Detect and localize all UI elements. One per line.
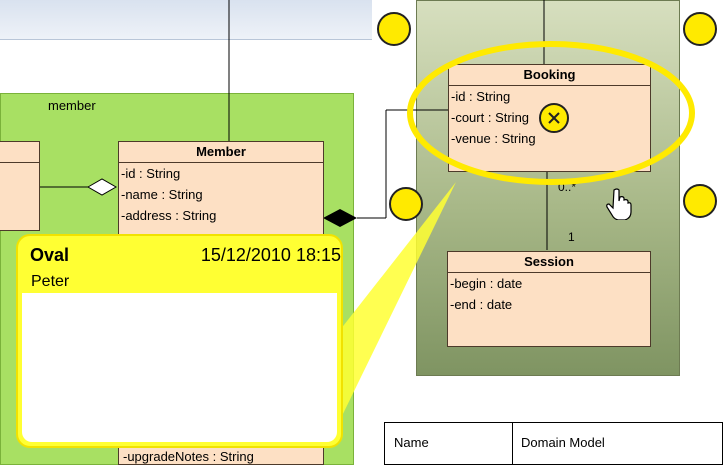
booking-attr-id: -id : String xyxy=(451,89,511,104)
resize-handle-bottom-left[interactable] xyxy=(389,187,423,221)
aggregation-diamond-icon xyxy=(86,178,118,196)
callout-pointer xyxy=(340,182,456,420)
booking-attr-court: -court : String xyxy=(451,110,530,125)
member-class-name: Member xyxy=(119,142,323,163)
partial-class-header xyxy=(0,142,39,163)
close-circle-icon xyxy=(548,112,560,124)
resize-handle-bottom-right[interactable] xyxy=(683,184,717,218)
session-attr-begin: -begin : date xyxy=(450,276,523,291)
member-attr-address: -address : String xyxy=(121,208,217,223)
booking-attr-venue: -venue : String xyxy=(451,131,536,146)
note-text-area[interactable] xyxy=(22,293,337,442)
oval-annotation[interactable] xyxy=(404,38,698,188)
delete-annotation-button[interactable] xyxy=(539,103,569,133)
member-attr-upgrade-notes: -upgradeNotes : String xyxy=(123,449,254,464)
composition-diamond-icon xyxy=(323,209,357,227)
booking-class-name: Booking xyxy=(449,65,650,86)
info-name-label: Name xyxy=(385,423,513,464)
member-attr-name: -name : String xyxy=(121,187,203,202)
member-attr-id: -id : String xyxy=(121,166,181,181)
session-attr-end: -end : date xyxy=(450,297,513,312)
info-name-value[interactable]: Domain Model xyxy=(521,435,605,450)
note-shape-label: Oval xyxy=(30,245,70,265)
hand-pointer-icon xyxy=(606,188,632,220)
diagram-info-table: Name Domain Model xyxy=(384,422,723,465)
note-date: 15/12/2010 18:15 xyxy=(200,245,341,265)
resize-handle-top-right[interactable] xyxy=(683,12,717,46)
multiplicity-session: 1 xyxy=(568,230,575,244)
note-author: Peter xyxy=(31,273,70,290)
top-band xyxy=(0,0,372,40)
package-label: member xyxy=(48,98,96,113)
partial-class[interactable] xyxy=(0,141,40,231)
session-class-name: Session xyxy=(448,252,650,273)
session-class[interactable]: Session -begin : date -end : date xyxy=(447,251,651,347)
resize-handle-top-left[interactable] xyxy=(377,12,411,46)
